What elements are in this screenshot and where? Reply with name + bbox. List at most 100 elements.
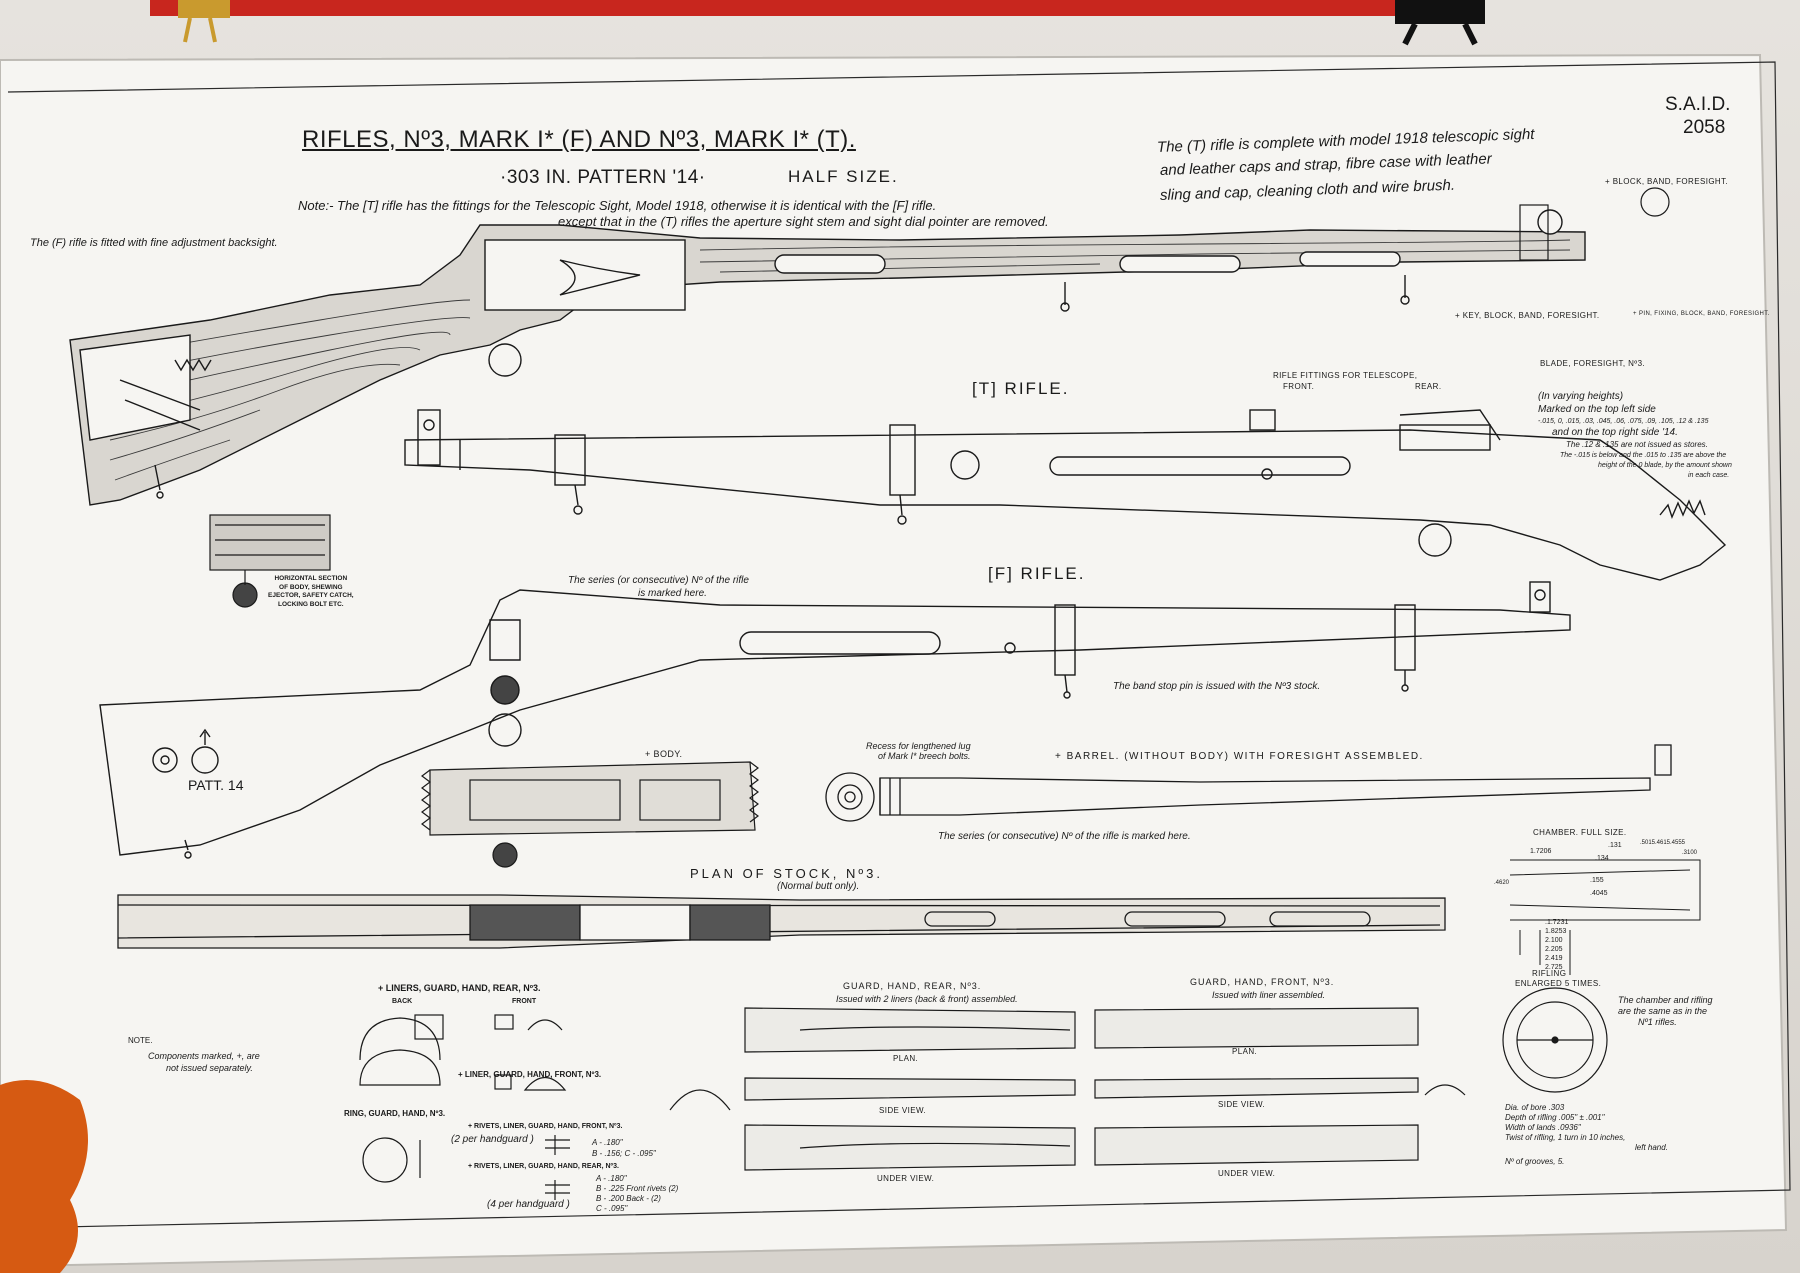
- blade-heights-line: and on the top right side '14.: [1552, 427, 1678, 438]
- orange-fabric: [0, 1080, 88, 1273]
- barrel-drawing: [825, 744, 1672, 822]
- rifling-note-line: are the same as in the: [1618, 1006, 1708, 1016]
- rifling-spec: Twist of rifling, 1 turn in 10 inches,: [1505, 1133, 1626, 1142]
- chamber-dim-right: .4555: [1670, 840, 1686, 846]
- chamber-dim-top: .134: [1595, 855, 1609, 862]
- hs-line: OF BODY, SHEWING: [279, 583, 343, 591]
- band-stop-note: The band stop pin is issued with the Nº3…: [1113, 681, 1321, 692]
- body-drawing: [421, 761, 759, 868]
- chamber-dim-right: .5015: [1640, 840, 1656, 846]
- small-parts: [359, 187, 1670, 1200]
- label-liner-front: + LINER, GUARD, HAND, FRONT, Nº3.: [458, 1070, 602, 1079]
- drawing-number: 2058: [1683, 117, 1726, 138]
- blade-heights-line: in each case.: [1688, 472, 1730, 479]
- barrel-serial-note: The series (or consecutive) Nº of the ri…: [938, 831, 1191, 842]
- label-under-view-rear: UNDER VIEW.: [877, 1174, 935, 1183]
- rifling-spec: left hand.: [1635, 1143, 1668, 1152]
- rivets-rear-dim: B - .225 Front rivets (2): [596, 1184, 679, 1193]
- blade-heights-line: The -.015 is below and the .015 to .135 …: [1560, 452, 1727, 459]
- chamber-dim: 2.205: [1545, 946, 1563, 953]
- chamber-dim: .1.7231: [1545, 919, 1569, 926]
- gold-binder-clip: [178, 0, 230, 18]
- normal-butt-label: (Normal butt only).: [777, 881, 860, 892]
- chamber-dim: 2.725: [1545, 964, 1563, 971]
- chamber-label: CHAMBER. FULL SIZE.: [1533, 828, 1627, 837]
- rifling-drawing: [1502, 987, 1608, 1093]
- handguards: [744, 1007, 1419, 1171]
- chamber-dim-right: .3100: [1682, 850, 1698, 856]
- chamber-dim-top: .155: [1590, 877, 1604, 884]
- f-rifle-label: [F] RIFLE.: [988, 564, 1086, 583]
- chamber-dims: .1.7231 1.8253 2.100 2.205 2.419 2.725: [1545, 918, 1568, 972]
- chamber-drawing: [1509, 859, 1701, 975]
- label-liners-rear: + LINERS, GUARD, HAND, REAR, Nº3.: [378, 983, 541, 993]
- label-pin-fixing: + PIN, FIXING, BLOCK, BAND, FORESIGHT.: [1633, 311, 1770, 317]
- label-guard-front: GUARD, HAND, FRONT, Nº3.: [1190, 977, 1335, 987]
- t-rifle-outline: [404, 409, 1727, 581]
- drawing-subtitle: ·303 IN. PATTERN '14·: [500, 167, 706, 188]
- rifling-spec: Nº of grooves, 5.: [1505, 1157, 1565, 1166]
- guard-rear-note: Issued with 2 liners (back & front) asse…: [836, 994, 1018, 1004]
- note-line-1: Note:- The [T] rifle has the fittings fo…: [298, 198, 937, 213]
- note-line-2: except that in the (T) rifles the apertu…: [558, 214, 1049, 229]
- label-fittings-front: FRONT.: [1283, 382, 1315, 391]
- stock-plan: [117, 894, 1446, 949]
- rifling-note: The chamber and rifling are the same as …: [1618, 995, 1713, 1028]
- label-front: FRONT: [512, 998, 537, 1005]
- chamber-dim: 2.419: [1545, 955, 1563, 962]
- rifling-enlarged-label: ENLARGED 5 TIMES.: [1515, 979, 1602, 988]
- components-note-1: Components marked, +, are: [148, 1051, 260, 1061]
- rivets-front-dim: B - .156; C - .095": [592, 1149, 656, 1158]
- patt-marking: PATT. 14: [188, 777, 244, 793]
- barrel-label: + BARREL. (WITHOUT BODY) WITH FORESIGHT …: [1055, 751, 1424, 762]
- label-rivets-front: + RIVETS, LINER, GUARD, HAND, FRONT, Nº3…: [468, 1123, 623, 1130]
- rifling-label: RIFLING: [1532, 969, 1567, 978]
- label-blade-foresight: BLADE, FORESIGHT, Nº3.: [1540, 359, 1646, 368]
- rifling-specs: Dia. of bore .303 Depth of rifling .005"…: [1505, 1103, 1668, 1167]
- drawing-scale: HALF SIZE.: [788, 167, 899, 186]
- chamber-dim-top: .4045: [1590, 890, 1608, 897]
- label-plan-rear: PLAN.: [893, 1054, 919, 1063]
- rifling-spec: Width of lands .0936": [1505, 1123, 1581, 1132]
- f-rifle-note: The (F) rifle is fitted with fine adjust…: [30, 237, 278, 249]
- blade-heights-line: Marked on the top left side: [1538, 404, 1656, 415]
- label-plan-front: PLAN.: [1232, 1047, 1258, 1056]
- rivets-rear-dim: A - .180": [596, 1174, 627, 1183]
- note-heading: NOTE.: [128, 1036, 153, 1045]
- chamber-dim-right: .4615: [1655, 840, 1671, 846]
- rivets-rear-dim: C - .095": [596, 1204, 628, 1213]
- black-binder-clip: [1395, 0, 1485, 24]
- recess-note-2: of Mark I* breech bolts.: [878, 751, 971, 761]
- horizontal-section-label: HORIZONTAL SECTION OF BODY, SHEWING EJEC…: [268, 575, 354, 608]
- plan-of-stock-label: PLAN OF STOCK, Nº3.: [690, 866, 883, 881]
- per-handguard-4: (4 per handguard ): [487, 1199, 570, 1210]
- hs-line: LOCKING BOLT ETC.: [278, 600, 344, 608]
- t-rifle-label: [T] RIFLE.: [972, 379, 1070, 398]
- hs-line: EJECTOR, SAFETY CATCH,: [268, 592, 354, 599]
- chamber-dim: 1.8253: [1545, 928, 1567, 935]
- per-handguard-2: (2 per handguard ): [451, 1134, 534, 1145]
- chamber-dim-top: .131: [1608, 842, 1622, 849]
- drawing-number-prefix: S.A.I.D.: [1665, 94, 1731, 115]
- drawing-title: RIFLES, Nº3, MARK I* (F) AND Nº3, MARK I…: [302, 126, 856, 153]
- blade-heights-line: (In varying heights): [1538, 391, 1624, 402]
- chamber-dim-top: 1.7206: [1530, 848, 1552, 855]
- recess-note-1: Recess for lengthened lug: [866, 741, 971, 751]
- components-note-2: not issued separately.: [166, 1063, 253, 1073]
- rifling-note-line: The chamber and rifling: [1618, 995, 1713, 1005]
- label-guard-rear: GUARD, HAND, REAR, Nº3.: [843, 981, 982, 991]
- rivets-front-dim: A - .180": [592, 1138, 623, 1147]
- blade-heights-line: The .12 & .135 are not issued as stores.: [1566, 440, 1708, 449]
- blade-heights-line: height of the 0 blade, by the amount sho…: [1598, 462, 1732, 469]
- label-under-view-front: UNDER VIEW.: [1218, 1169, 1276, 1178]
- label-back: BACK: [392, 998, 413, 1005]
- chamber-dim-left: .4620: [1494, 880, 1510, 886]
- red-binder-strip: [150, 0, 1450, 16]
- top-rifle-sectioned: [69, 209, 1586, 506]
- serial-note-1: The series (or consecutive) Nº of the ri…: [568, 575, 749, 586]
- serial-note-2: is marked here.: [638, 588, 707, 599]
- label-ring-guard: RING, GUARD, HAND, Nº3.: [344, 1109, 446, 1118]
- label-fittings-rear: REAR.: [1415, 382, 1442, 391]
- chamber-dim: 2.100: [1545, 937, 1563, 944]
